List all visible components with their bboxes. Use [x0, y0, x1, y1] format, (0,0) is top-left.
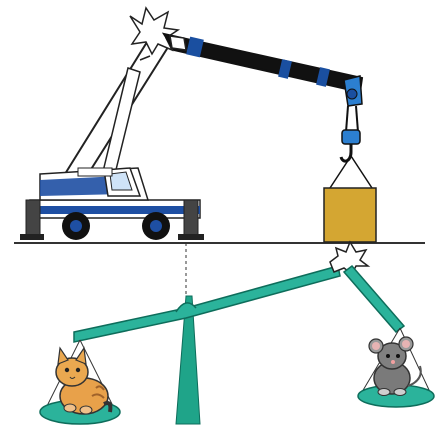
upper-boom	[161, 32, 364, 94]
lower-boom	[58, 32, 172, 192]
lever-beam	[73, 265, 341, 343]
fulcrum	[175, 295, 201, 425]
lever-icon	[39, 240, 435, 425]
load-box-icon	[323, 187, 377, 243]
hook-icon	[329, 75, 373, 189]
lever-break-spark-icon	[329, 240, 371, 276]
crane-icon	[14, 6, 425, 244]
cat-icon	[55, 346, 113, 415]
mouse-icon	[368, 336, 422, 396]
crane-body	[20, 167, 204, 240]
break-spark-icon	[129, 6, 181, 56]
lever-broken-arm	[342, 264, 406, 334]
right-pan	[357, 327, 435, 408]
